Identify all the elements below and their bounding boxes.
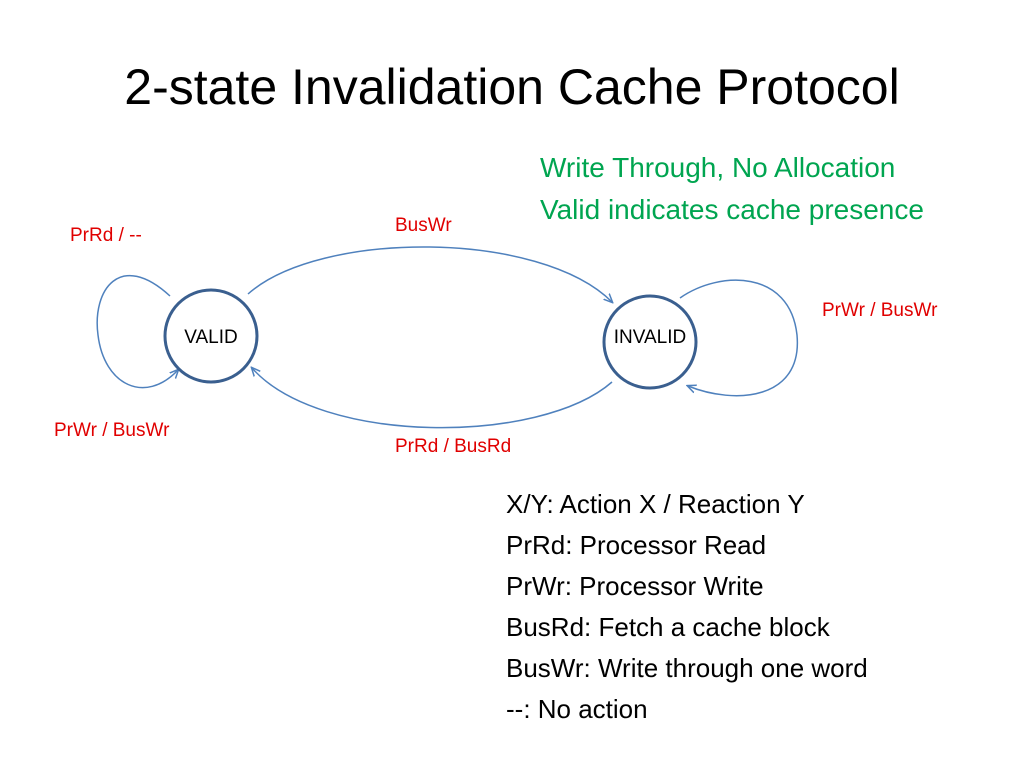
edge-invalid-self-loop <box>679 279 798 397</box>
edge-valid-to-invalid <box>247 246 612 302</box>
label-valid-self-write: PrWr / BusWr <box>54 420 170 441</box>
label-invalid-to-valid: PrRd / BusRd <box>395 436 512 457</box>
label-invalid-self-write: PrWr / BusWr <box>822 300 938 321</box>
edge-valid-self-loop <box>96 274 178 389</box>
state-valid: VALID <box>163 288 259 384</box>
legend-line: BusWr: Write through one word <box>506 653 868 683</box>
state-valid-label: VALID <box>184 327 238 348</box>
edge-invalid-to-valid <box>252 368 613 429</box>
label-valid-self-read: PrRd / -- <box>70 225 142 246</box>
note-write-through: Write Through, No Allocation <box>540 152 896 183</box>
label-valid-to-invalid: BusWr <box>395 215 452 236</box>
legend: X/Y: Action X / Reaction Y PrRd: Process… <box>506 486 868 732</box>
note-valid-presence: Valid indicates cache presence <box>540 194 924 225</box>
legend-line: X/Y: Action X / Reaction Y <box>506 489 805 519</box>
state-invalid-label: INVALID <box>614 327 687 348</box>
legend-line: --: No action <box>506 694 648 724</box>
legend-line: BusRd: Fetch a cache block <box>506 612 830 642</box>
state-invalid: INVALID <box>602 294 698 390</box>
slide-title: 2-state Invalidation Cache Protocol <box>124 59 900 115</box>
legend-line: PrWr: Processor Write <box>506 571 764 601</box>
legend-line: PrRd: Processor Read <box>506 530 767 560</box>
